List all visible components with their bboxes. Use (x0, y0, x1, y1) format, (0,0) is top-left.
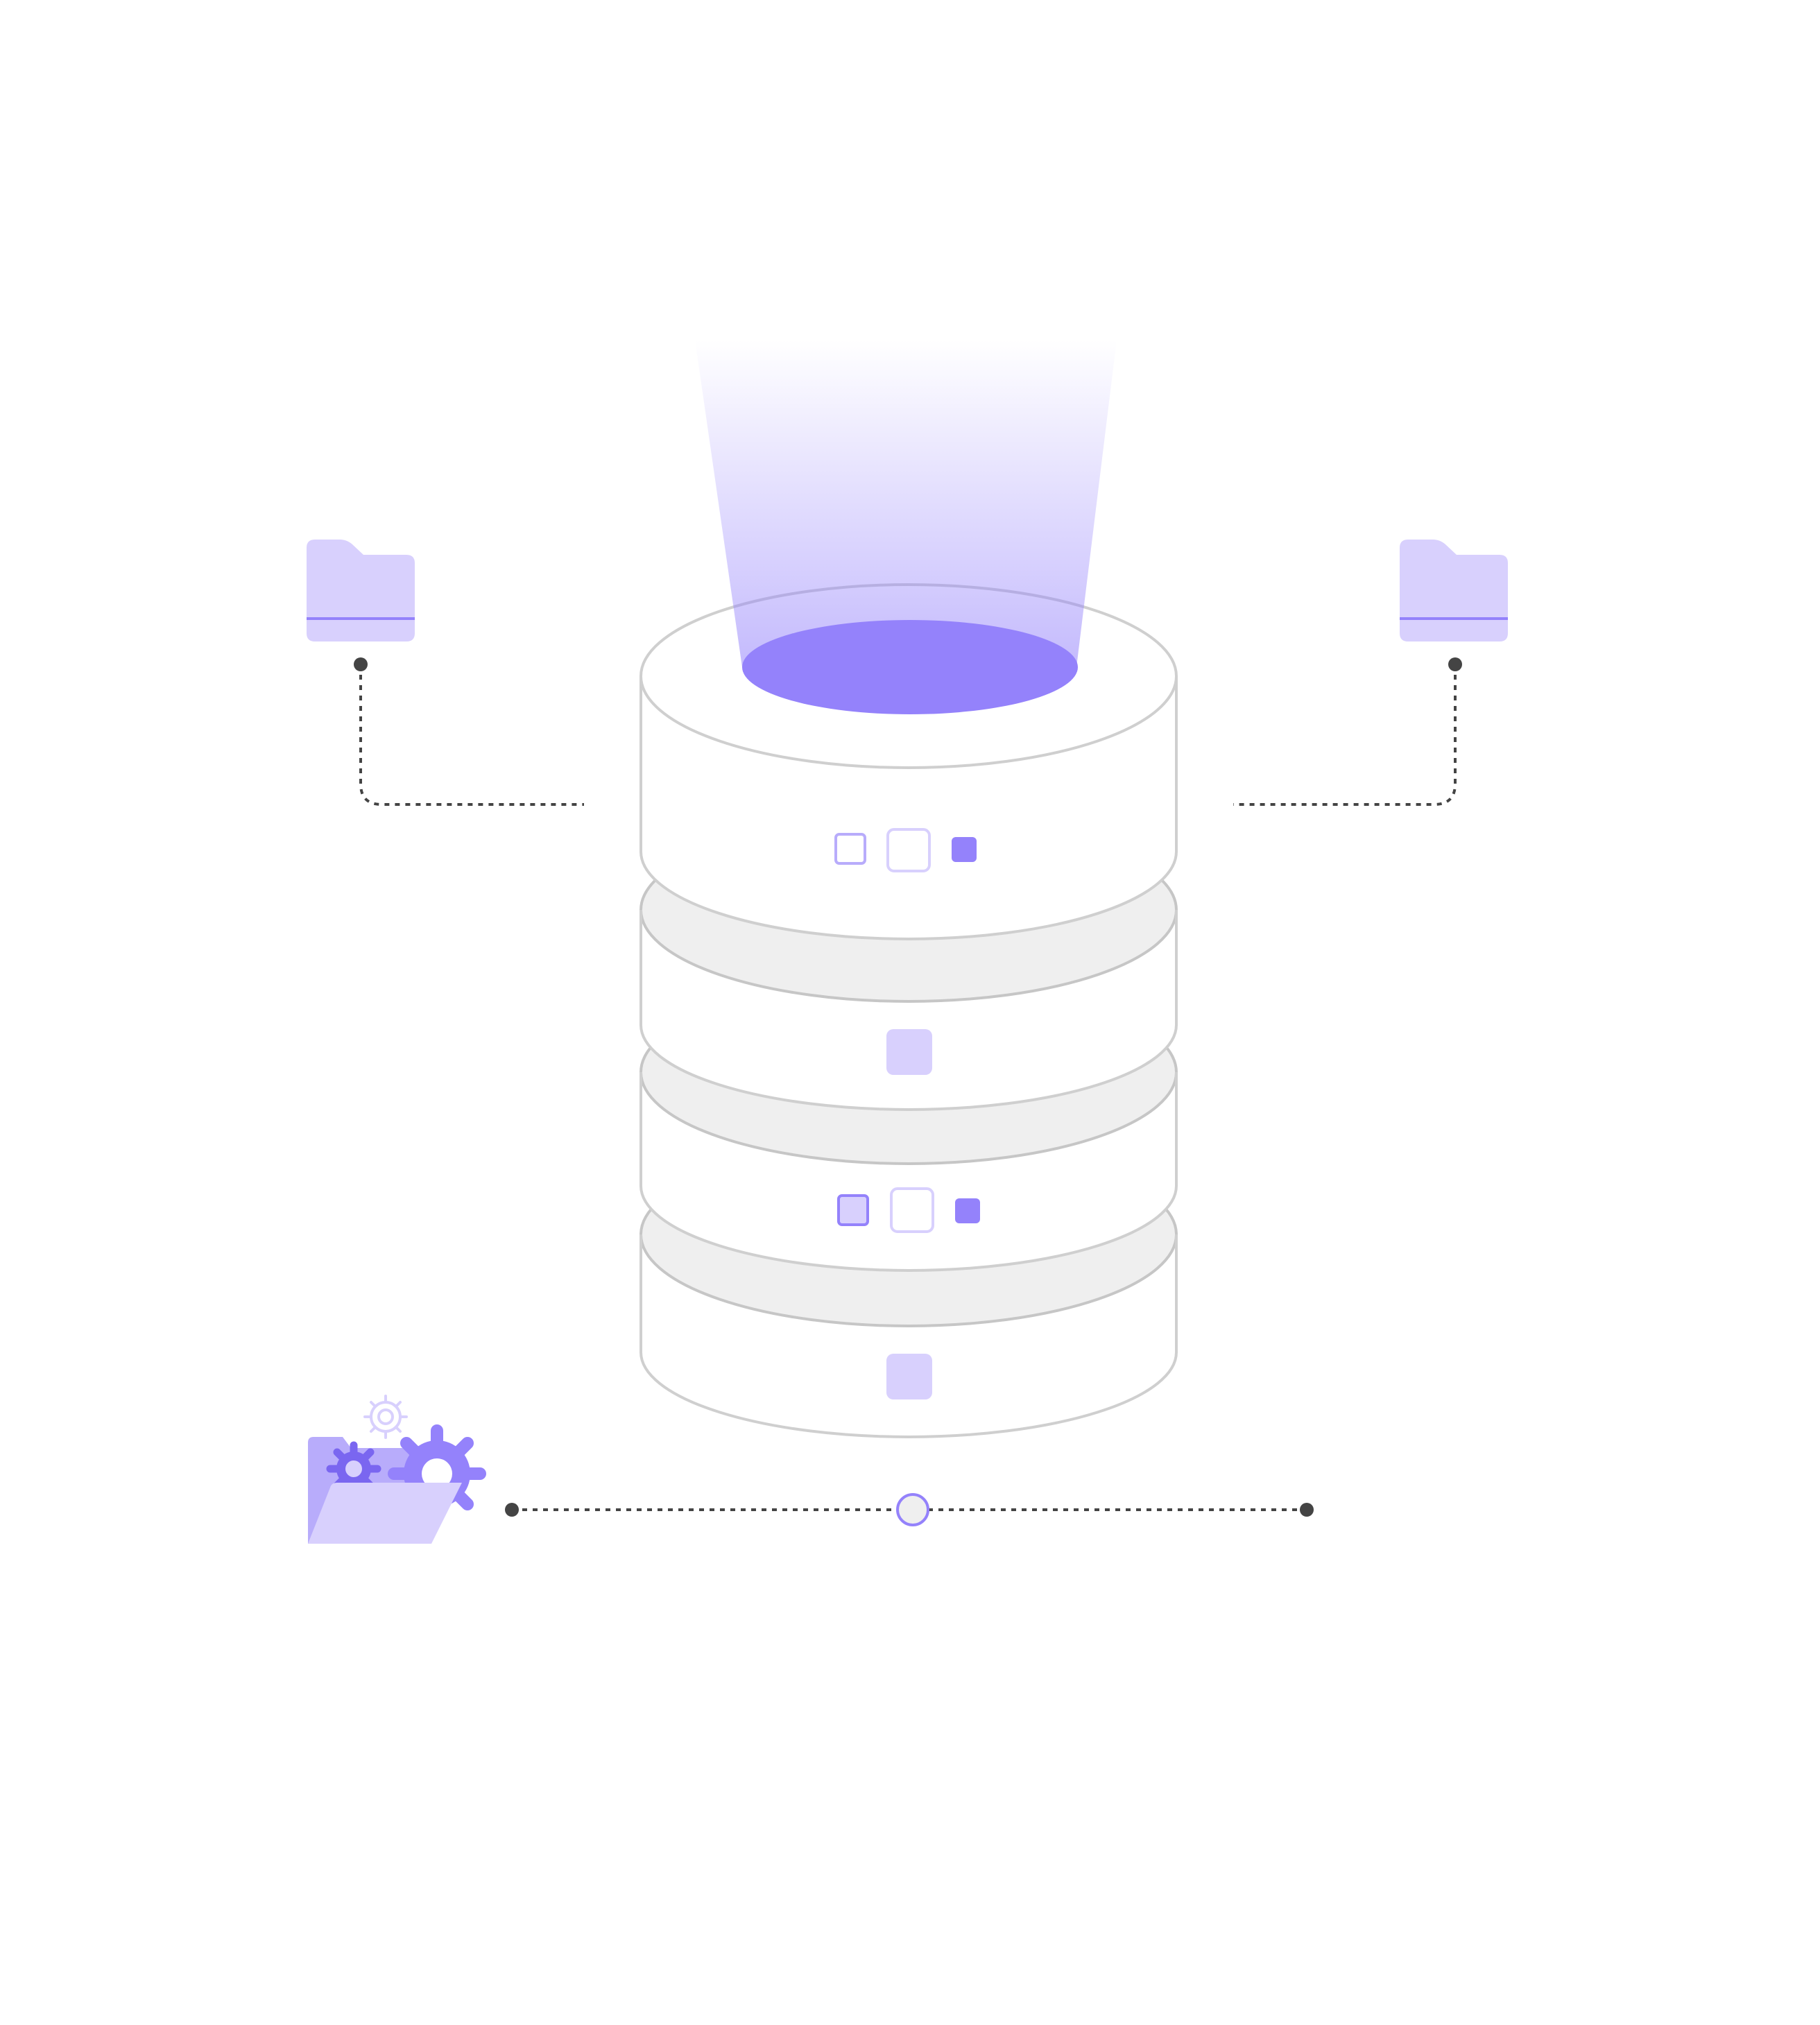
folder-icon-right (1400, 540, 1508, 641)
connector-right (1233, 657, 1462, 806)
light-beam (695, 340, 1117, 714)
status-square-icon (834, 833, 866, 865)
status-dot-icon (952, 837, 977, 862)
gear-icon (363, 1395, 408, 1439)
led-indicator (886, 1354, 932, 1399)
status-square-icon (890, 1187, 934, 1233)
database-icon (639, 583, 1178, 1438)
status-square-icon (837, 1194, 869, 1226)
gear-folder-icon (308, 1395, 486, 1544)
connector-bottom (505, 1493, 1314, 1526)
status-dot-icon (955, 1198, 980, 1223)
connector-node (505, 1503, 519, 1517)
beam-opening (742, 620, 1078, 714)
folder-icon-left (307, 540, 415, 641)
status-square-icon (886, 828, 931, 872)
connector-hub (896, 1493, 929, 1526)
folder-front (308, 1483, 462, 1544)
gear-icon (326, 1441, 381, 1497)
connector-left (354, 657, 584, 806)
led-indicator (886, 1029, 932, 1075)
connector-node (1300, 1503, 1314, 1517)
